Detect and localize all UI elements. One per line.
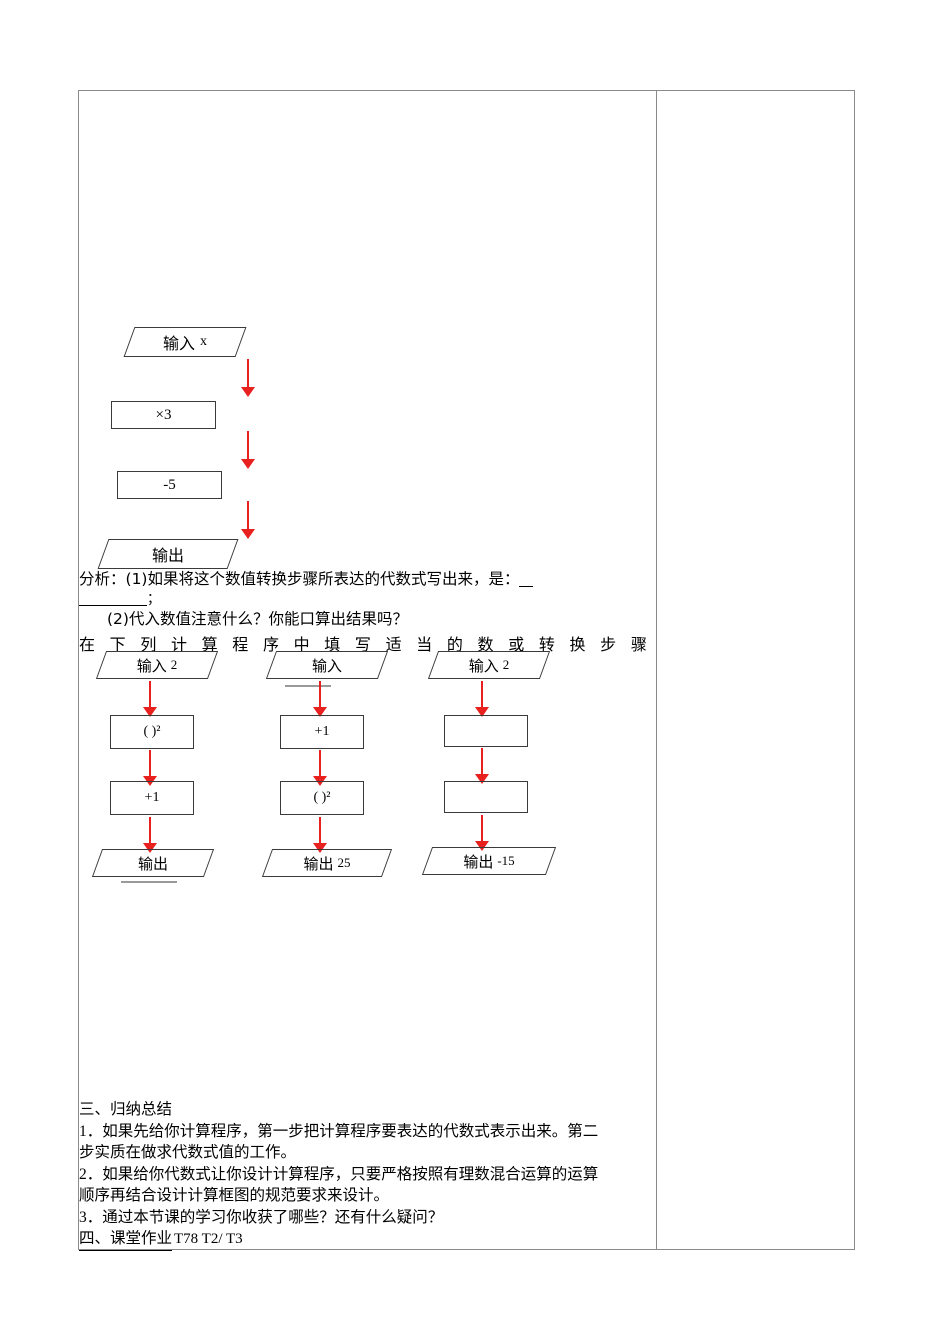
flow-node-minus-5: -5	[117, 471, 222, 499]
analysis-item-2: (2)代入数值注意什么？你能口算出结果吗？	[107, 610, 408, 628]
flow-node-input-2: 输入 2	[427, 651, 551, 679]
lesson-plan-table: 输入 x ×3 -5	[78, 90, 855, 1251]
flow-arrow-3	[241, 501, 255, 539]
instruction-char: 算	[201, 635, 218, 654]
flow-node-output: 输出	[97, 539, 239, 569]
instruction-char: 计	[170, 635, 187, 654]
flow-node-plus-1: +1	[110, 781, 194, 815]
summary-point-1-line-1: 1．如果先给你计算程序，第一步把计算程序要表达的代数式表示出来。第二	[79, 1121, 599, 1140]
homework-reference: T78 T2/ T3	[174, 1231, 243, 1247]
flow-node-output-blank: 输出	[91, 849, 215, 877]
flow-arrow-e3-3	[475, 815, 489, 851]
answer-blank-column-2	[285, 685, 331, 687]
flow-node-plus-1: +1	[280, 715, 364, 749]
flow-arrow-2	[241, 431, 255, 469]
instruction-char: 在	[79, 635, 96, 654]
analysis-line-1: 分析：(1)如果将这个数值转换步骤所表达的代数式写出来，是：	[79, 569, 534, 590]
flow-arrow-e3-1	[475, 681, 489, 717]
instruction-char: 转	[538, 635, 555, 654]
flow-arrow-e1-3	[143, 817, 157, 853]
summary-point-3: 3．通过本节课的学习你收获了哪些？还有什么疑问？	[79, 1207, 444, 1226]
instruction-char: 数	[477, 635, 494, 654]
flow-node-input-blank: 输入	[265, 651, 389, 679]
flow-arrow-e1-1	[143, 681, 157, 717]
answer-blank-column-1	[121, 881, 177, 883]
analysis-blank-1b	[79, 605, 147, 606]
analysis-item-1: (1)如果将这个数值转换步骤所表达的代数式写出来，是：	[125, 570, 520, 588]
analysis-blank-1a	[519, 586, 534, 587]
flow-node-square: ( )²	[280, 781, 364, 815]
flow-node-empty-1	[444, 715, 528, 747]
summary-section: 三、归纳总结 1．如果先给你计算程序，第一步把计算程序要表达的代数式表示出来。第…	[79, 1099, 644, 1251]
instruction-char: 当	[416, 635, 433, 654]
flow-node-output-minus-15: 输出 -15	[421, 847, 557, 875]
flow-node-multiply-3: ×3	[111, 401, 216, 429]
table-column-divider	[656, 91, 657, 1249]
summary-point-2-line-1: 2．如果给你代数式让你设计计算程序，只要严格按照有理数混合运算的运算	[79, 1164, 599, 1183]
analysis-line-2: ；	[79, 588, 161, 609]
analysis-prefix: 分析：	[79, 570, 126, 588]
instruction-char: 序	[262, 635, 279, 654]
instruction-char: 程	[232, 635, 249, 654]
instruction-char: 骤	[630, 635, 647, 654]
homework-heading: 四、课堂作业	[79, 1228, 173, 1251]
flow-arrow-1	[241, 359, 255, 397]
flow-node-empty-2	[444, 781, 528, 813]
flow-node-output-25: 输出 25	[261, 849, 393, 877]
summary-point-1-line-2: 步实质在做求代数式值的工作。	[79, 1143, 297, 1161]
summary-point-2-line-2: 顺序再结合设计计算框图的规范要求来设计。	[79, 1186, 390, 1204]
flow-node-input-x: 输入 x	[123, 327, 247, 357]
summary-heading: 三、归纳总结	[79, 1100, 173, 1118]
instruction-char: 中	[293, 635, 310, 654]
instruction-char: 换	[569, 635, 586, 654]
flow-arrow-e2-3	[313, 817, 327, 853]
instruction-char: 填	[324, 635, 341, 654]
flow-node-square: ( )²	[110, 715, 194, 749]
table-cell-content: 输入 x ×3 -5	[79, 91, 656, 1251]
instruction-char: 列	[140, 635, 157, 654]
instruction-char: 的	[446, 635, 463, 654]
instruction-line: 在 下 列 计 算 程 序 中 填 写 适 当 的 数 或 转 换 步 骤	[79, 631, 647, 655]
instruction-char: 下	[109, 635, 126, 654]
instruction-char: 适	[385, 635, 402, 654]
instruction-char: 写	[354, 635, 371, 654]
table-cell-notes	[657, 91, 854, 1249]
flow-arrow-e2-1	[313, 681, 327, 717]
instruction-char: 步	[600, 635, 617, 654]
instruction-char: 或	[508, 635, 525, 654]
flow-arrow-e3-2	[475, 748, 489, 784]
flow-node-input-2: 输入 2	[95, 651, 219, 679]
